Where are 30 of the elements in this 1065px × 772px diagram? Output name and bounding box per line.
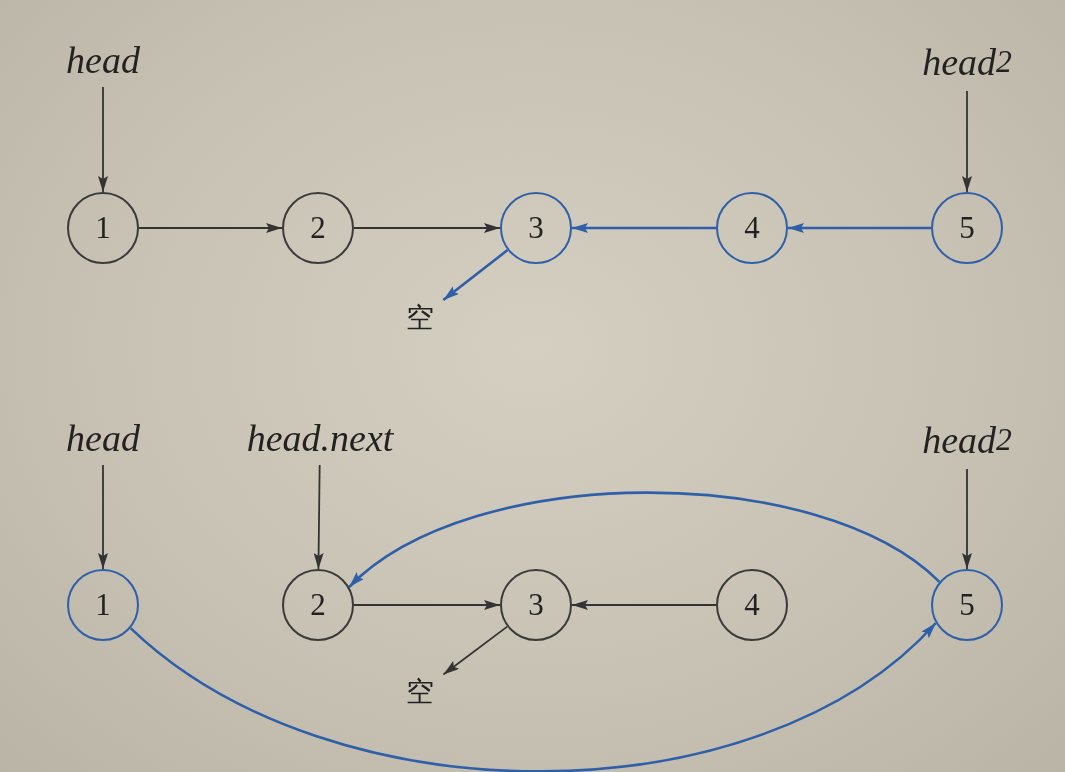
list-node-circle: 2 [282, 569, 354, 641]
arrow [313, 464, 324, 570]
arrow [129, 622, 937, 772]
arrow [572, 223, 716, 233]
list-node-circle: 3 [500, 192, 572, 264]
arrow [348, 491, 941, 588]
list-node-circle: 3 [500, 569, 572, 641]
list-node-circle: 1 [67, 569, 139, 641]
arrow [138, 223, 283, 233]
arrow [98, 86, 108, 193]
arrow [353, 600, 501, 610]
list-node-circle: 5 [931, 192, 1003, 264]
list-node-circle: 1 [67, 192, 139, 264]
list-node-circle: 2 [282, 192, 354, 264]
pointer-label: head.next [203, 415, 437, 461]
pointer-label: head [47, 37, 159, 83]
arrow [442, 625, 509, 676]
list-node-circle: 5 [931, 569, 1003, 641]
arrow [962, 90, 972, 193]
null-label: 空 [403, 674, 437, 710]
arrow [442, 249, 509, 301]
arrow [353, 223, 501, 233]
arrow [962, 468, 972, 570]
null-label: 空 [403, 300, 437, 336]
pointer-label: head [47, 415, 159, 461]
list-node-circle: 4 [716, 569, 788, 641]
list-node-circle: 4 [716, 192, 788, 264]
arrow [571, 600, 717, 610]
arrow [98, 464, 108, 570]
arrow [788, 223, 931, 233]
